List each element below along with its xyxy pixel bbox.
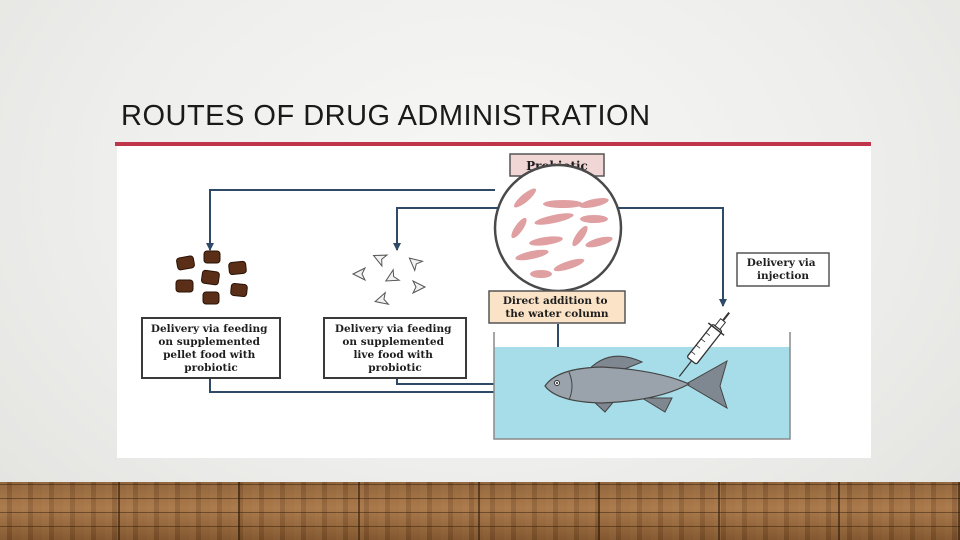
probiotic-bacteria-circle	[493, 163, 623, 293]
arrow-to-live-food	[393, 207, 499, 251]
routes-diagram: Probiotic	[141, 153, 830, 440]
svg-text:Direct addition to the: Direct addition to the water column	[503, 295, 611, 320]
slide-title: ROUTES OF DRUG ADMINISTRATION	[121, 100, 651, 132]
arrow-to-injection	[618, 207, 727, 307]
arrow-live-to-fish	[396, 379, 528, 388]
syringe-icon	[678, 312, 730, 377]
pellet-food-illustration	[175, 250, 248, 305]
water-addition-box: Direct addition to the water column	[488, 290, 626, 324]
pellet-feeding-box: Delivery via feeding on supplemented pel…	[141, 317, 281, 379]
svg-text:Delivery via feeding o: Delivery via feeding on supplemented pel…	[151, 323, 271, 374]
bacteria-cells	[511, 188, 613, 278]
line-pellet-to-fish	[209, 379, 547, 393]
wood-floor	[0, 482, 960, 540]
svg-text:Delivery via feeding o: Delivery via feeding on supplemented liv…	[335, 323, 455, 374]
fish-illustration	[544, 355, 728, 413]
title-rule	[115, 142, 871, 146]
live-food-illustration	[351, 254, 427, 306]
svg-text:Delivery via injection: Delivery via injection	[747, 257, 819, 282]
injection-box: Delivery via injection	[736, 252, 830, 287]
arrow-to-pellet-food	[206, 189, 495, 251]
live-food-feeding-box: Delivery via feeding on supplemented liv…	[323, 317, 467, 379]
diagram-panel: Probiotic	[117, 146, 871, 458]
